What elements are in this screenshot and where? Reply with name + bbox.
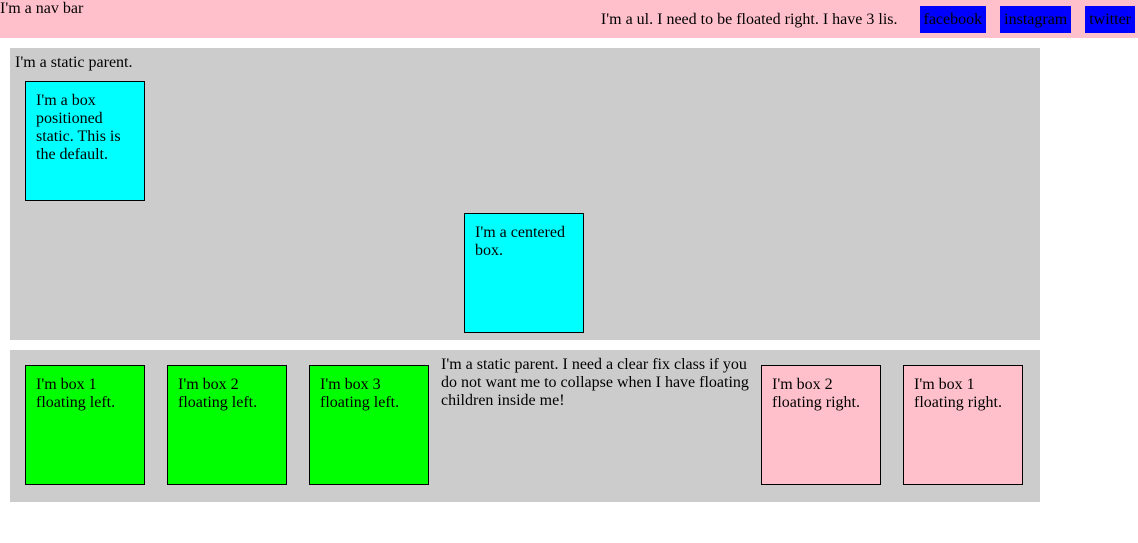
centered-box: I'm a centered box. <box>464 213 584 333</box>
nav-list: I'm a ul. I need to be floated right. I … <box>601 6 1135 33</box>
float-left-box-2: I'm box 2 floating left. <box>167 365 287 485</box>
float-left-box-1: I'm box 1 floating left. <box>25 365 145 485</box>
float-left-box-3: I'm box 3 floating left. <box>309 365 429 485</box>
float-right-box-2: I'm box 2 floating right. <box>761 365 881 485</box>
nav-item-facebook[interactable]: facebook <box>919 6 987 33</box>
float-parent-label: I'm a static parent. I need a clear fix … <box>441 356 749 409</box>
nav-bar: I'm a nav bar I'm a ul. I need to be flo… <box>0 0 1138 38</box>
static-parent-label: I'm a static parent. <box>15 54 133 71</box>
static-parent: I'm a static parent. I'm a box positione… <box>10 48 1040 340</box>
nav-item-twitter[interactable]: twitter <box>1085 6 1135 33</box>
float-right-box-1: I'm box 1 floating right. <box>903 365 1023 485</box>
float-parent: I'm box 1 floating left. I'm box 2 float… <box>10 350 1040 502</box>
nav-bar-title: I'm a nav bar <box>0 0 84 17</box>
static-box: I'm a box positioned static. This is the… <box>25 81 145 201</box>
nav-list-description: I'm a ul. I need to be floated right. I … <box>600 10 898 28</box>
nav-item-instagram[interactable]: instagram <box>1000 6 1072 33</box>
